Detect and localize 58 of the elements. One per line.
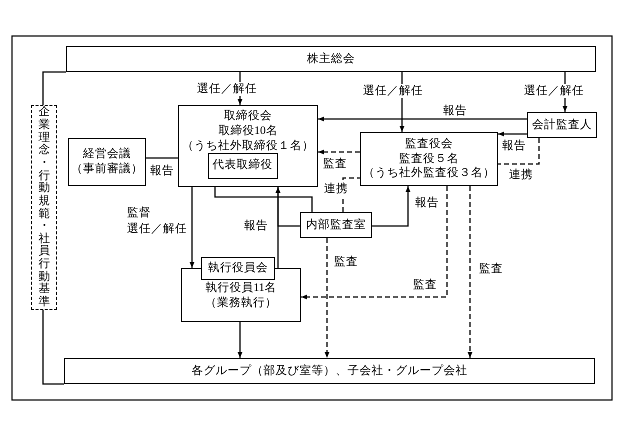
edge-label: 選任／解任 xyxy=(362,84,424,98)
edge-label: 連携 xyxy=(323,182,349,196)
edge-label: 報告 xyxy=(149,164,175,178)
node-text: 株主総会 xyxy=(307,52,355,66)
edge-label: 監査 xyxy=(412,278,438,292)
arrow xyxy=(372,186,410,227)
connector-line xyxy=(146,157,178,159)
node-text: 執行役員11名 xyxy=(205,281,277,296)
node-text: 代表取締役 xyxy=(212,158,272,173)
arrow xyxy=(468,186,472,358)
node-text: 監査役５名 xyxy=(399,152,459,166)
node-text: 各グループ（部及び室等）、子会社・グループ会社 xyxy=(192,364,468,378)
edge-label: 連携 xyxy=(508,168,534,182)
edge-label: 監査 xyxy=(333,255,359,270)
node-text: （うち社外監査役３名） xyxy=(363,166,495,182)
node-text: （事前審議） xyxy=(71,162,143,177)
node-text: （業務執行） xyxy=(205,296,277,311)
auditor-box xyxy=(527,112,597,138)
edge-label: 報告 xyxy=(442,104,468,118)
arrow xyxy=(276,187,300,227)
representative-box xyxy=(208,152,278,178)
annotation-label: 監督 xyxy=(126,206,152,220)
edge-label: 監査 xyxy=(322,157,348,172)
node-text: 会計監査人 xyxy=(532,118,592,132)
node-text: （うち社外取締役１名） xyxy=(182,138,314,154)
arrow xyxy=(498,132,527,136)
arrow xyxy=(190,187,194,268)
edge-label: 選任／解任 xyxy=(126,222,188,236)
internal-audit-box xyxy=(300,212,372,238)
node-text: 経営会議 xyxy=(83,147,131,162)
edge-label: 監査 xyxy=(478,262,504,276)
officers-meeting-box xyxy=(201,257,275,280)
arrow xyxy=(318,116,527,122)
edge-label: 選任／解任 xyxy=(196,82,258,96)
connector-line xyxy=(42,310,64,385)
edge-label: 報告 xyxy=(414,196,440,210)
group-companies-box xyxy=(64,358,595,384)
arrow xyxy=(318,150,360,154)
board-box xyxy=(178,105,318,187)
arrow xyxy=(324,238,330,358)
node-text: 内部監査室 xyxy=(306,218,366,232)
connector-line xyxy=(498,138,540,165)
arrow xyxy=(301,186,448,300)
edge-label: 選任／解任 xyxy=(523,84,585,98)
edge-label: 報告 xyxy=(501,139,527,154)
connector-line xyxy=(214,187,313,212)
node-text: 監査役会 xyxy=(405,136,453,152)
node-text: 企業理念・行動規範・社員行動基準 xyxy=(38,106,50,309)
edge-label: 報告 xyxy=(243,219,269,234)
audit-board-box xyxy=(360,132,498,186)
meeting-box xyxy=(68,138,146,186)
arrow xyxy=(238,322,242,358)
connector-line xyxy=(42,71,66,105)
node-text: 取締役10名 xyxy=(218,124,278,139)
meeting-box xyxy=(66,46,596,72)
node-text: 執行役員会 xyxy=(208,261,268,276)
principles-box xyxy=(31,105,57,310)
node-text: 取締役会 xyxy=(224,109,272,124)
